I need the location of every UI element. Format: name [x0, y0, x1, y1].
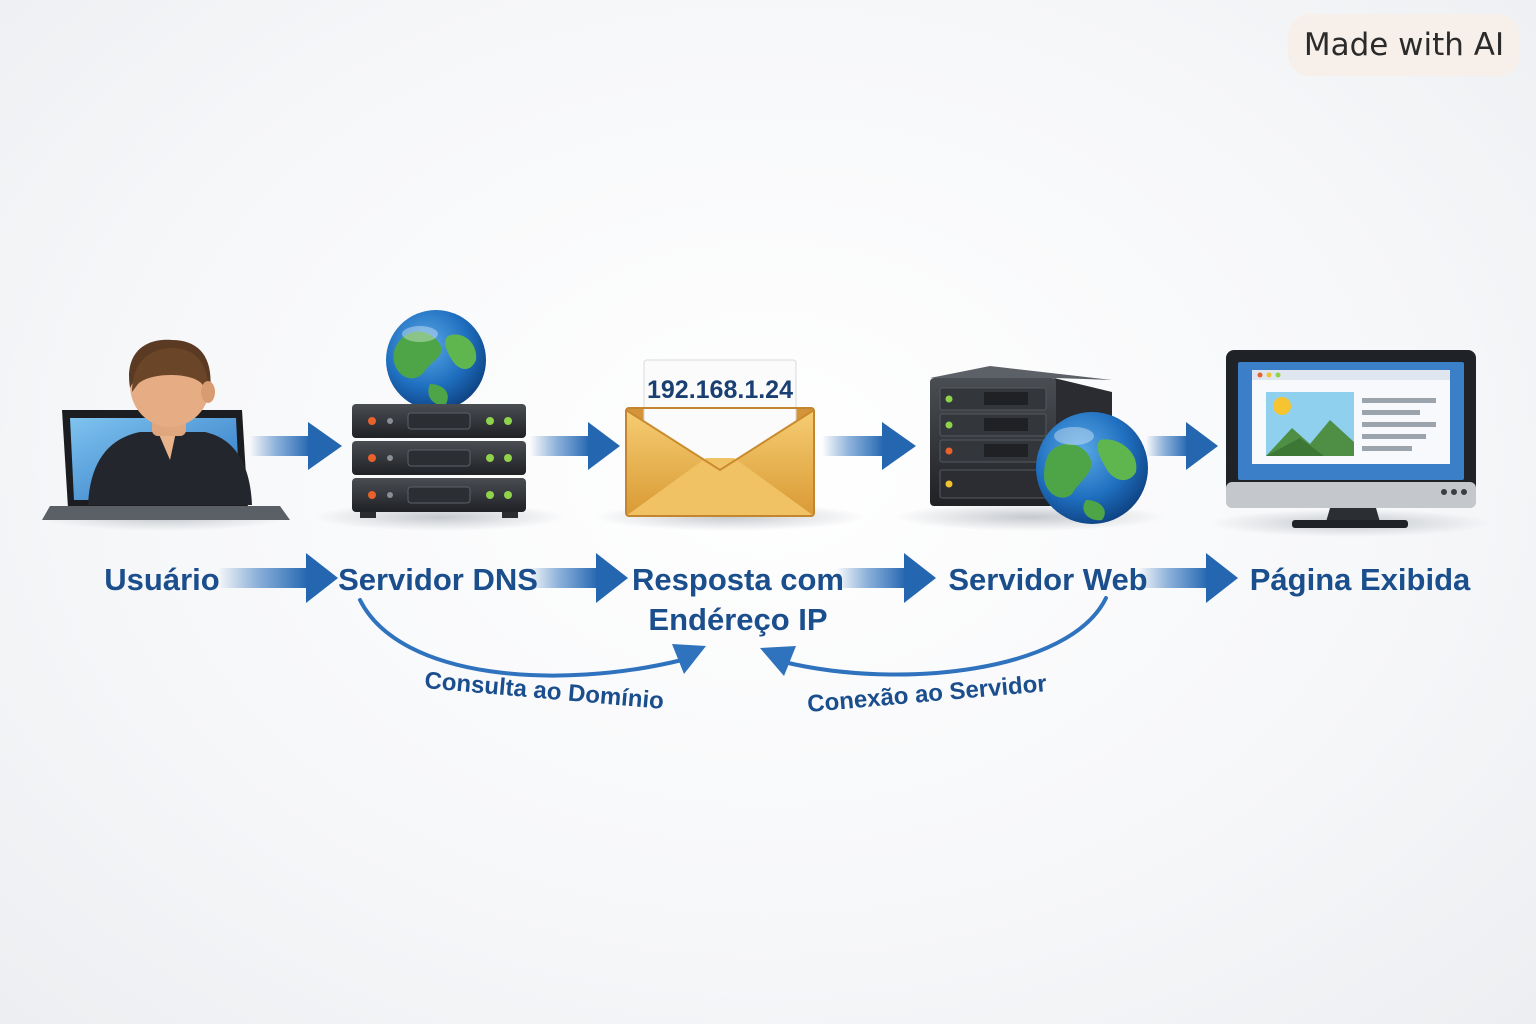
step-label-response-line1: Resposta com	[632, 562, 844, 597]
flow-arrow	[250, 422, 342, 470]
flow-arrow	[1146, 422, 1218, 470]
flow-arrow	[528, 553, 628, 603]
step-label-response-line2: Endéreço IP	[648, 602, 827, 637]
flow-arrow	[218, 553, 338, 603]
envelope-ip-icon: 192.168.1.24	[625, 359, 815, 517]
step-label-dns-server: Servidor DNS	[338, 562, 538, 597]
flow-arrow	[1138, 553, 1238, 603]
curve-arrow-left	[358, 598, 706, 678]
made-with-ai-badge: Made with AI	[1288, 14, 1520, 76]
lower-arrows	[218, 553, 1238, 603]
web-server-globe-icon	[930, 366, 1148, 524]
envelope-ip-address: 192.168.1.24	[647, 376, 793, 404]
monitor-webpage-icon	[1226, 350, 1476, 528]
flow-arrow	[822, 422, 916, 470]
flow-arrow	[836, 553, 936, 603]
step-label-page-displayed: Página Exibida	[1250, 562, 1471, 597]
curve-label-server-connection: Conexão ao Servidor	[806, 670, 1048, 718]
step-label-web-server: Servidor Web	[948, 562, 1147, 597]
dns-server-globe-icon	[352, 310, 526, 518]
user-laptop-icon	[42, 339, 290, 520]
upper-arrows	[250, 422, 1218, 470]
curve-arrow-right	[760, 596, 1108, 677]
step-label-usuario: Usuário	[104, 562, 219, 597]
flow-arrow	[530, 422, 620, 470]
made-with-ai-text: Made with AI	[1303, 27, 1505, 63]
